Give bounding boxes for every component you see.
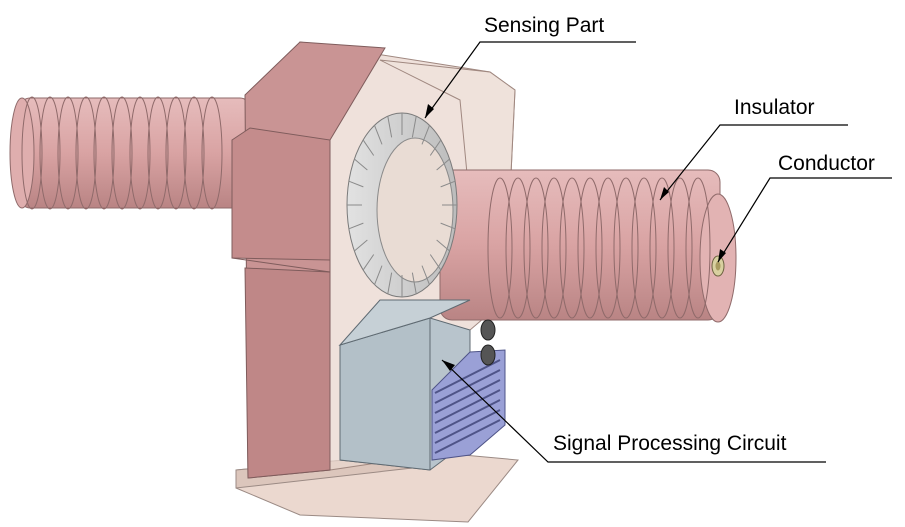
heatsink-fin [434, 409, 501, 444]
ring-tooth [374, 265, 383, 285]
insulator-right [439, 169, 737, 323]
leader-conductor [717, 177, 892, 263]
insulator-rib [685, 177, 711, 319]
insulator-rib [111, 96, 133, 210]
ring-tooth [411, 272, 417, 294]
insulator-rib [523, 177, 549, 319]
insulator-rib [505, 177, 531, 319]
insulator-rib [613, 177, 639, 319]
sensing-ring [346, 112, 458, 298]
heatsink-fin [434, 419, 501, 454]
ring-tooth [440, 222, 456, 230]
insulator-rib [487, 177, 513, 319]
insulator-rib [201, 96, 223, 210]
insulator-rib [667, 177, 693, 319]
insulator-rib [93, 96, 115, 210]
arrow-sensing-part [425, 104, 434, 118]
heatsink [431, 349, 506, 461]
ring-tooth [387, 116, 393, 138]
ring-tooth [440, 180, 456, 188]
heatsink-fin [434, 389, 501, 424]
insulator-left [9, 96, 251, 210]
arrow-signal-processing [442, 360, 455, 371]
ring-tooth [348, 222, 364, 230]
insulator-right-ribs [487, 177, 711, 319]
leader-arrows [425, 104, 726, 371]
label-insulator: Insulator [734, 96, 815, 119]
insulator-rib [631, 177, 657, 319]
insulator-rib [147, 96, 169, 210]
heatsink-fin [434, 359, 501, 394]
ring-tooth [387, 272, 393, 294]
conductor [711, 255, 725, 277]
leader-insulator [659, 124, 848, 201]
insulator-rib [129, 96, 151, 210]
ring-tooth [421, 125, 430, 145]
ring-tooth [436, 239, 450, 252]
insulator-rib [21, 96, 43, 210]
ring-tooth [421, 265, 430, 285]
insulator-rib [75, 96, 97, 210]
ring-tooth [362, 254, 375, 271]
label-conductor: Conductor [778, 152, 875, 175]
ring-tooth [362, 139, 375, 156]
sensing-ring-teeth [347, 113, 457, 297]
connectors [480, 319, 496, 366]
insulator-rib [183, 96, 205, 210]
insulator-rib [165, 96, 187, 210]
heatsink-fin [434, 379, 501, 414]
leader-sensing-part [424, 41, 636, 119]
heatsink-fins [434, 359, 501, 454]
insulator-rib [559, 177, 585, 319]
insulator-rib [649, 177, 675, 319]
ring-tooth [354, 239, 368, 252]
insulator-rib [541, 177, 567, 319]
leader-signal-processing [441, 359, 826, 463]
heatsink-fin [434, 369, 501, 404]
ring-tooth [354, 158, 368, 171]
arrow-insulator [660, 187, 669, 200]
insulator-rib [39, 96, 61, 210]
ring-tooth [429, 139, 442, 156]
ring-tooth [374, 125, 383, 145]
ring-tooth [436, 158, 450, 171]
ring-tooth [348, 180, 364, 188]
label-signal-processing: Signal Processing Circuit [553, 432, 787, 455]
insulator-rib [595, 177, 621, 319]
ring-tooth [411, 116, 417, 138]
arrow-conductor [718, 249, 726, 262]
insulator-left-ribs [21, 96, 223, 210]
leader-lines [424, 41, 892, 463]
insulator-rib [577, 177, 603, 319]
ring-tooth [429, 254, 442, 271]
label-sensing-part: Sensing Part [484, 14, 604, 37]
housing-front [231, 41, 386, 479]
insulator-rib [57, 96, 79, 210]
